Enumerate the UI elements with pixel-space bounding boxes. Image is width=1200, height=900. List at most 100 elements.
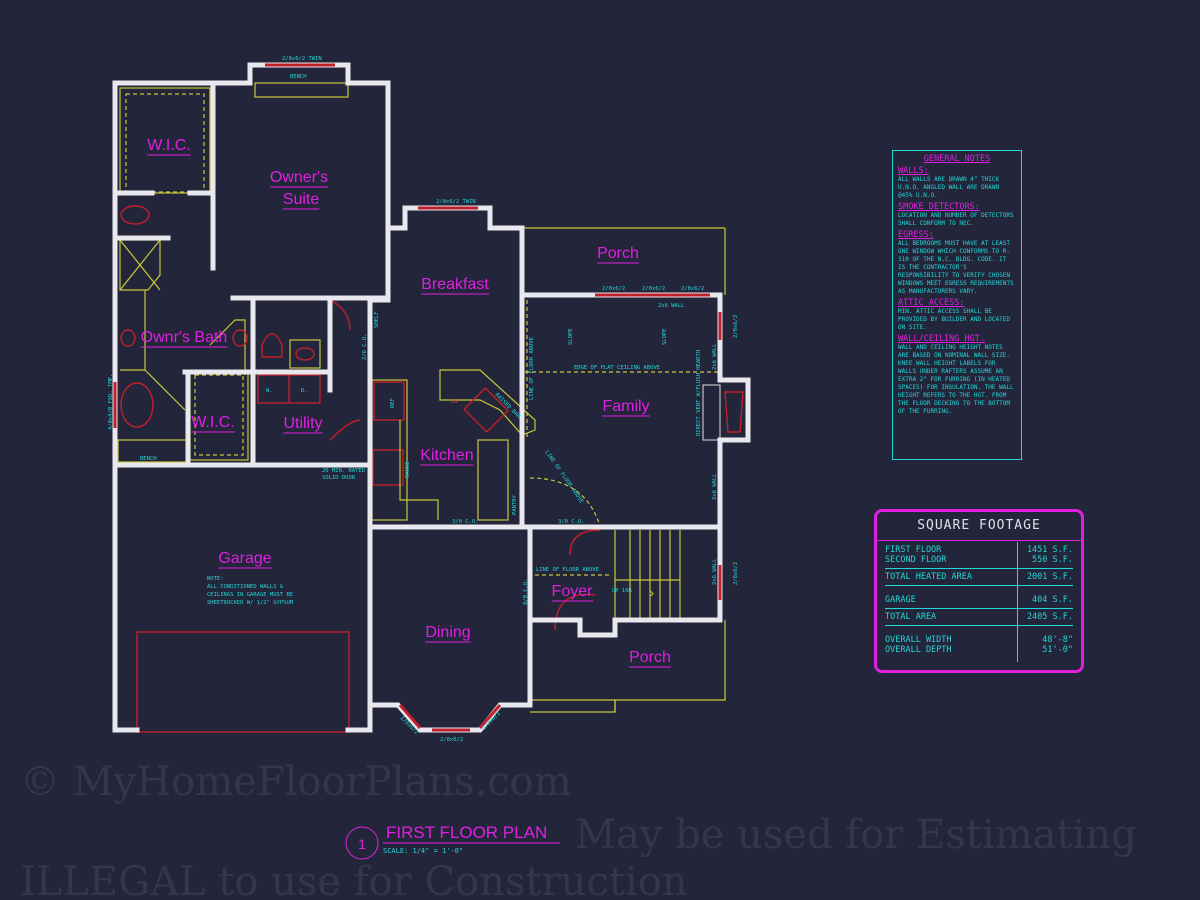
room-label-utility: Utility bbox=[283, 415, 322, 432]
fireplace-label: DIRECT VENT W/FLUSH HEARTH bbox=[696, 350, 702, 436]
room-label-owners-suite-2: Suite bbox=[283, 191, 320, 208]
bench-label: BENCH bbox=[140, 456, 157, 462]
room-label-porch-rear: Porch bbox=[597, 245, 639, 262]
room-label-dining: Dining bbox=[425, 624, 470, 641]
floor-above-label: LINE OF FLOOR ABOVE bbox=[543, 450, 584, 505]
window-label: 2/8x6/2 bbox=[602, 286, 625, 292]
sqft-value: 2405 S.F. bbox=[1026, 612, 1073, 622]
room-label-breakfast: Breakfast bbox=[421, 276, 489, 293]
windows bbox=[113, 63, 722, 732]
room-label-foyer: Foyer bbox=[552, 583, 594, 600]
ceiling-label: EDGE OF FLAT CEILING ABOVE bbox=[574, 365, 660, 371]
sqft-row-garage: GARAGE 404 S.F. bbox=[877, 595, 1081, 605]
room-label-owners-suite: Owner's bbox=[270, 169, 328, 186]
sqft-label: SECOND FLOOR bbox=[885, 555, 947, 565]
refrigerator-label: REF bbox=[390, 398, 396, 408]
window-label: 2/8x6/2 bbox=[733, 562, 739, 585]
bench-label: BENCH bbox=[290, 74, 307, 80]
range-label: RANGE bbox=[405, 461, 411, 478]
room-label-kitchen: Kitchen bbox=[420, 447, 473, 464]
notes-heading: WALLS: bbox=[898, 166, 929, 176]
notes-body: ALL BEDROOMS MUST HAVE AT LEAST ONE WIND… bbox=[898, 240, 1014, 295]
sqft-value: 1451 S.F. bbox=[1026, 545, 1073, 555]
floor-above-label: LINE OF FLOOR ABOVE bbox=[536, 567, 599, 573]
window-label: 4/0x4/0 FXD. TMP. bbox=[108, 374, 114, 430]
garage-note: SHEETROCKED W/ 1/2" GYPSUM bbox=[207, 600, 294, 606]
sqft-value: 51'-0" bbox=[1042, 645, 1073, 655]
room-label-wic-2: W.I.C. bbox=[191, 414, 235, 431]
notes-heading: WALL/CEILING HGT. bbox=[898, 334, 985, 344]
opening-label: 3/0 C.O. bbox=[558, 519, 585, 525]
raised-bar-label: RAISED BAR bbox=[494, 392, 522, 420]
window-label: 2/8x6/2 TWIN bbox=[436, 199, 476, 205]
opening-label: 2/6 C.O. bbox=[362, 334, 368, 361]
notes-body: ALL WALLS ARE DRAWN 4" THICK U.N.O. ANGL… bbox=[898, 176, 1000, 199]
plan-title: FIRST FLOOR PLAN bbox=[386, 823, 547, 842]
plan-number: 1 bbox=[358, 836, 366, 852]
sqft-label: GARAGE bbox=[885, 595, 916, 605]
shelf-label: SHELF bbox=[374, 311, 380, 328]
watermark-line-1: © MyHomeFloorPlans.com bbox=[20, 759, 572, 805]
sqft-value: 48'-8" bbox=[1042, 635, 1073, 645]
watermark-line-3: May be used for Estimating bbox=[575, 812, 1137, 858]
watermark-line-2: ILLEGAL to use for Construction bbox=[20, 859, 688, 900]
dishwasher-label: DW bbox=[451, 399, 458, 405]
slope-label: SLOPE bbox=[662, 328, 668, 345]
notes-heading: ATTIC ACCESS: bbox=[898, 298, 965, 308]
watermark: © MyHomeFloorPlans.com ILLEGAL to use fo… bbox=[20, 759, 1137, 900]
sqft-label: FIRST FLOOR bbox=[885, 545, 942, 555]
wall-label: 2x6 WALL bbox=[712, 343, 718, 370]
garage-note: ALL CONDITIONED WALLS & bbox=[207, 584, 284, 590]
window-label: 2/8x6/2 bbox=[642, 286, 665, 292]
dryer-label: D. bbox=[301, 388, 308, 394]
wall-label: 2x6 WALL bbox=[712, 558, 718, 585]
notes-body: WALL AND CEILING HEIGHT NOTES ARE BASED … bbox=[898, 344, 1014, 415]
notes-body: LOCATION AND NUMBER OF DETECTORS SHALL C… bbox=[898, 212, 1014, 227]
notes-body: MIN. ATTIC ACCESS SHALL BE PROVIDED BY B… bbox=[898, 308, 1010, 331]
garage-note: NOTE: bbox=[207, 576, 224, 582]
plan-scale: SCALE: 1/4" = 1'-0" bbox=[383, 847, 463, 855]
pantry-label: PANTRY bbox=[512, 494, 518, 515]
window-label: 2/8x6/2 bbox=[733, 315, 739, 338]
room-label-porch-front: Porch bbox=[629, 649, 671, 666]
square-footage-title: SQUARE FOOTAGE bbox=[877, 512, 1081, 541]
door-note: 20 MIN. RATED SOLID DOOR bbox=[322, 468, 366, 481]
sqft-label: TOTAL AREA bbox=[885, 612, 937, 622]
opening-label: 8/0 C.O. bbox=[523, 579, 529, 606]
wall-label: 2x6 WALL bbox=[712, 473, 718, 500]
sqft-value: 404 S.F. bbox=[1032, 595, 1073, 605]
general-notes: GENERAL NOTES WALLS: ALL WALLS ARE DRAWN… bbox=[892, 150, 1022, 460]
washer-label: W. bbox=[266, 388, 273, 394]
sqft-label: TOTAL HEATED AREA bbox=[885, 572, 972, 582]
window-label: 2/8x6/2 bbox=[681, 286, 704, 292]
sqft-row-total-heated: TOTAL HEATED AREA 2001 S.F. bbox=[877, 572, 1081, 582]
wall-label: 2x6 WALL bbox=[658, 303, 685, 309]
stairs-arrow-icon: › bbox=[650, 586, 654, 600]
room-label-wic: W.I.C. bbox=[147, 137, 191, 154]
garage-note: CEILINGS IN GARAGE MUST BE bbox=[207, 592, 293, 598]
sqft-row-overall-width: OVERALL WIDTH 48'-8" bbox=[877, 635, 1081, 645]
room-labels: W.I.C. Owner's Suite Ownr's Bath W.I.C. … bbox=[140, 137, 671, 668]
notes-heading: SMOKE DETECTORS: bbox=[898, 202, 980, 212]
plan-title-block: 1 FIRST FLOOR PLAN SCALE: 1/4" = 1'-0" bbox=[345, 823, 560, 860]
floor-above-label: LINE OF FLOOR ABOVE bbox=[529, 337, 535, 400]
sqft-row-overall-depth: OVERALL DEPTH 51'-0" bbox=[877, 645, 1081, 655]
sqft-row-first-floor: FIRST FLOOR 1451 S.F. bbox=[877, 545, 1081, 555]
stairs-up-label: UP 16R bbox=[612, 588, 633, 594]
slope-label: SLOPE bbox=[568, 328, 574, 345]
room-label-owners-bath: Ownr's Bath bbox=[141, 329, 228, 346]
notes-heading: EGRESS: bbox=[898, 230, 934, 240]
sqft-label: OVERALL DEPTH bbox=[885, 645, 952, 655]
opening-label: 3/0 C.O. bbox=[452, 519, 479, 525]
sqft-row-second-floor: SECOND FLOOR 550 S.F. bbox=[877, 555, 1081, 565]
sqft-label: OVERALL WIDTH bbox=[885, 635, 952, 645]
sqft-value: 550 S.F. bbox=[1032, 555, 1073, 565]
general-notes-title: GENERAL NOTES bbox=[923, 154, 991, 164]
window-label: 2/8x6/2 TWIN bbox=[282, 56, 322, 62]
room-label-garage: Garage bbox=[218, 550, 271, 567]
window-label: 2/8x6/2 bbox=[440, 737, 463, 743]
square-footage-table: SQUARE FOOTAGE FIRST FLOOR 1451 S.F. SECO… bbox=[874, 509, 1084, 673]
room-label-family: Family bbox=[602, 398, 649, 415]
sqft-value: 2001 S.F. bbox=[1026, 572, 1073, 582]
